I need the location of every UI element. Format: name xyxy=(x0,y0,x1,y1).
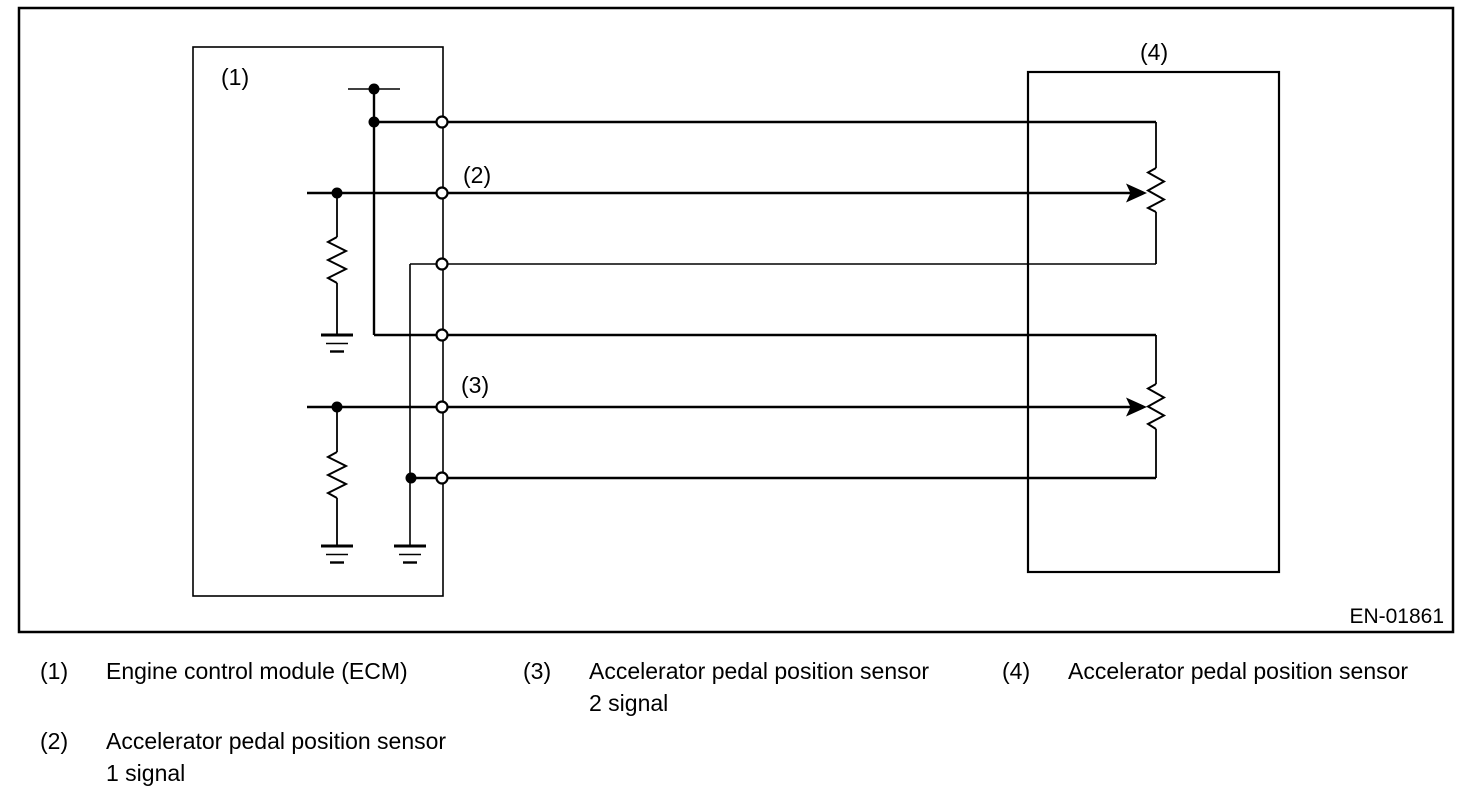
junction-dot-icon xyxy=(368,116,380,128)
legend-label: Accelerator pedal position sensor 1 sign… xyxy=(106,725,446,789)
ecm-box xyxy=(192,46,444,597)
legend-label-line2: 1 signal xyxy=(106,760,186,786)
legend-label-line2: 2 signal xyxy=(589,690,669,716)
junction-dot-icon xyxy=(368,83,380,95)
connector-pin-icon xyxy=(435,400,449,414)
connector-pin-icon xyxy=(435,257,449,271)
ground-icon xyxy=(321,333,353,353)
resistor-icon xyxy=(325,236,349,284)
legend-item-1: (1) Engine control module (ECM) xyxy=(40,655,408,687)
connector-pin-icon xyxy=(435,471,449,485)
potentiometer-icon xyxy=(1145,335,1167,478)
connector-pin-icon xyxy=(435,115,449,129)
connector-pin-icon xyxy=(435,186,449,200)
connector-pin-icon xyxy=(435,328,449,342)
legend-number: (1) xyxy=(40,658,69,684)
junction-dot-icon xyxy=(405,472,417,484)
figure-border xyxy=(17,6,1455,634)
callout-ecm: (1) xyxy=(221,64,250,90)
legend-item-2: (2) Accelerator pedal position sensor 1 … xyxy=(40,725,446,789)
legend-number: (2) xyxy=(40,728,69,754)
potentiometer-icon xyxy=(1145,122,1167,264)
callout-sensor2-signal: (3) xyxy=(461,372,490,398)
legend-item-3: (3) Accelerator pedal position sensor 2 … xyxy=(523,655,929,719)
figure-code: EN-01861 xyxy=(1349,605,1444,628)
wiper-arrow-icon xyxy=(1126,183,1147,203)
legend-label-line1: Accelerator pedal position sensor xyxy=(589,658,930,684)
wiper-arrow-icon xyxy=(1126,397,1147,417)
junction-dot-icon xyxy=(331,187,343,199)
resistor-icon xyxy=(1145,167,1167,213)
junction-dot-icon xyxy=(331,401,343,413)
resistor-icon xyxy=(325,451,349,499)
ground-icon xyxy=(321,544,353,564)
legend-number: (3) xyxy=(523,658,552,684)
ground-icon xyxy=(394,544,426,564)
legend-label: Accelerator pedal position sensor xyxy=(1068,658,1409,684)
legend-label: Engine control module (ECM) xyxy=(106,658,408,684)
legend-label: Accelerator pedal position sensor 2 sign… xyxy=(589,655,929,719)
legend-label-line1: Accelerator pedal position sensor xyxy=(106,728,447,754)
callout-sensor: (4) xyxy=(1140,39,1169,65)
legend-item-4: (4) Accelerator pedal position sensor xyxy=(1002,655,1408,687)
resistor-icon xyxy=(1145,383,1167,430)
sensor-box xyxy=(1026,70,1281,574)
legend-number: (4) xyxy=(1002,658,1031,684)
callout-sensor1-signal: (2) xyxy=(463,162,492,188)
